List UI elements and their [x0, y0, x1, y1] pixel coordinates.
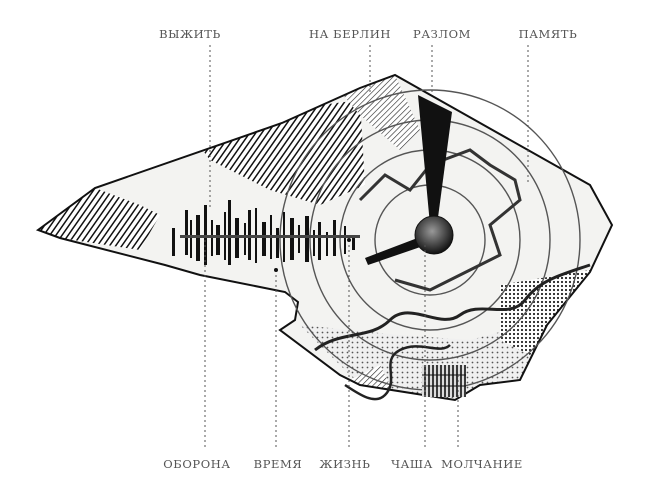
label-memory: ПАМЯТЬ	[519, 27, 578, 41]
marker-dot-time	[274, 268, 278, 272]
dial-center	[414, 215, 454, 255]
label-time: ВРЕМЯ	[254, 457, 303, 471]
label-silence: МОЛЧАНИЕ	[441, 457, 523, 471]
texture-block-bottom-right	[500, 270, 590, 355]
label-bowl: ЧАША	[391, 457, 433, 471]
hatch-block-left	[38, 188, 160, 250]
marker-dot-life	[347, 238, 351, 242]
grid-block	[422, 365, 466, 397]
wavy-path-bottom	[344, 343, 451, 401]
label-to-berlin: НА БЕРЛИН	[309, 27, 391, 41]
leader-lines	[204, 45, 529, 450]
main-shape-outline	[35, 73, 614, 402]
barcode-cluster	[172, 200, 360, 265]
label-survive: ВЫЖИТЬ	[159, 27, 221, 41]
zigzag-path-upper	[358, 148, 522, 292]
label-defense: ОБОРОНА	[163, 457, 230, 471]
wavy-path-lower	[314, 263, 591, 352]
label-life: ЖИЗНЬ	[320, 457, 371, 471]
dial-needle-left	[365, 234, 432, 265]
dial-needle-top	[418, 95, 452, 225]
label-rift: РАЗЛОМ	[413, 27, 471, 41]
